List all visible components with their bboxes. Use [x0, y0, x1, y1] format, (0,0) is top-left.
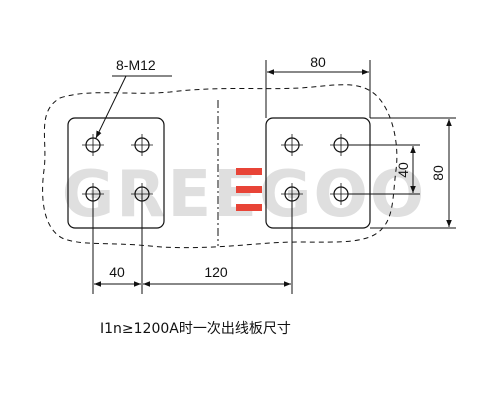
- watermark-accent-bar: [236, 204, 262, 211]
- watermark-accent-bar: [236, 168, 262, 175]
- dim-right-plate-width: 80: [310, 54, 326, 70]
- dim-plate-offset: 120: [204, 264, 228, 280]
- housing-outline-dashed: [42, 84, 398, 249]
- watermark-accent-bar: [236, 186, 262, 193]
- m12-hole: [82, 134, 104, 156]
- dim-hole-spacing-vertical: 40: [395, 162, 411, 178]
- hole-spec-leader: [95, 75, 127, 139]
- m12-hole: [131, 134, 153, 156]
- right-terminal-plate: [265, 117, 371, 229]
- dim-hole-spacing-horizontal: 40: [109, 264, 125, 280]
- left-terminal-plate: [67, 117, 165, 229]
- drawing-caption: I1n≥1200A时一次出线板尺寸: [100, 321, 291, 337]
- m12-hole: [281, 134, 303, 156]
- dim-plate-height: 80: [430, 165, 446, 181]
- hole-spec-label: 8-M12: [116, 57, 156, 73]
- watermark: GREEGOO: [62, 158, 425, 232]
